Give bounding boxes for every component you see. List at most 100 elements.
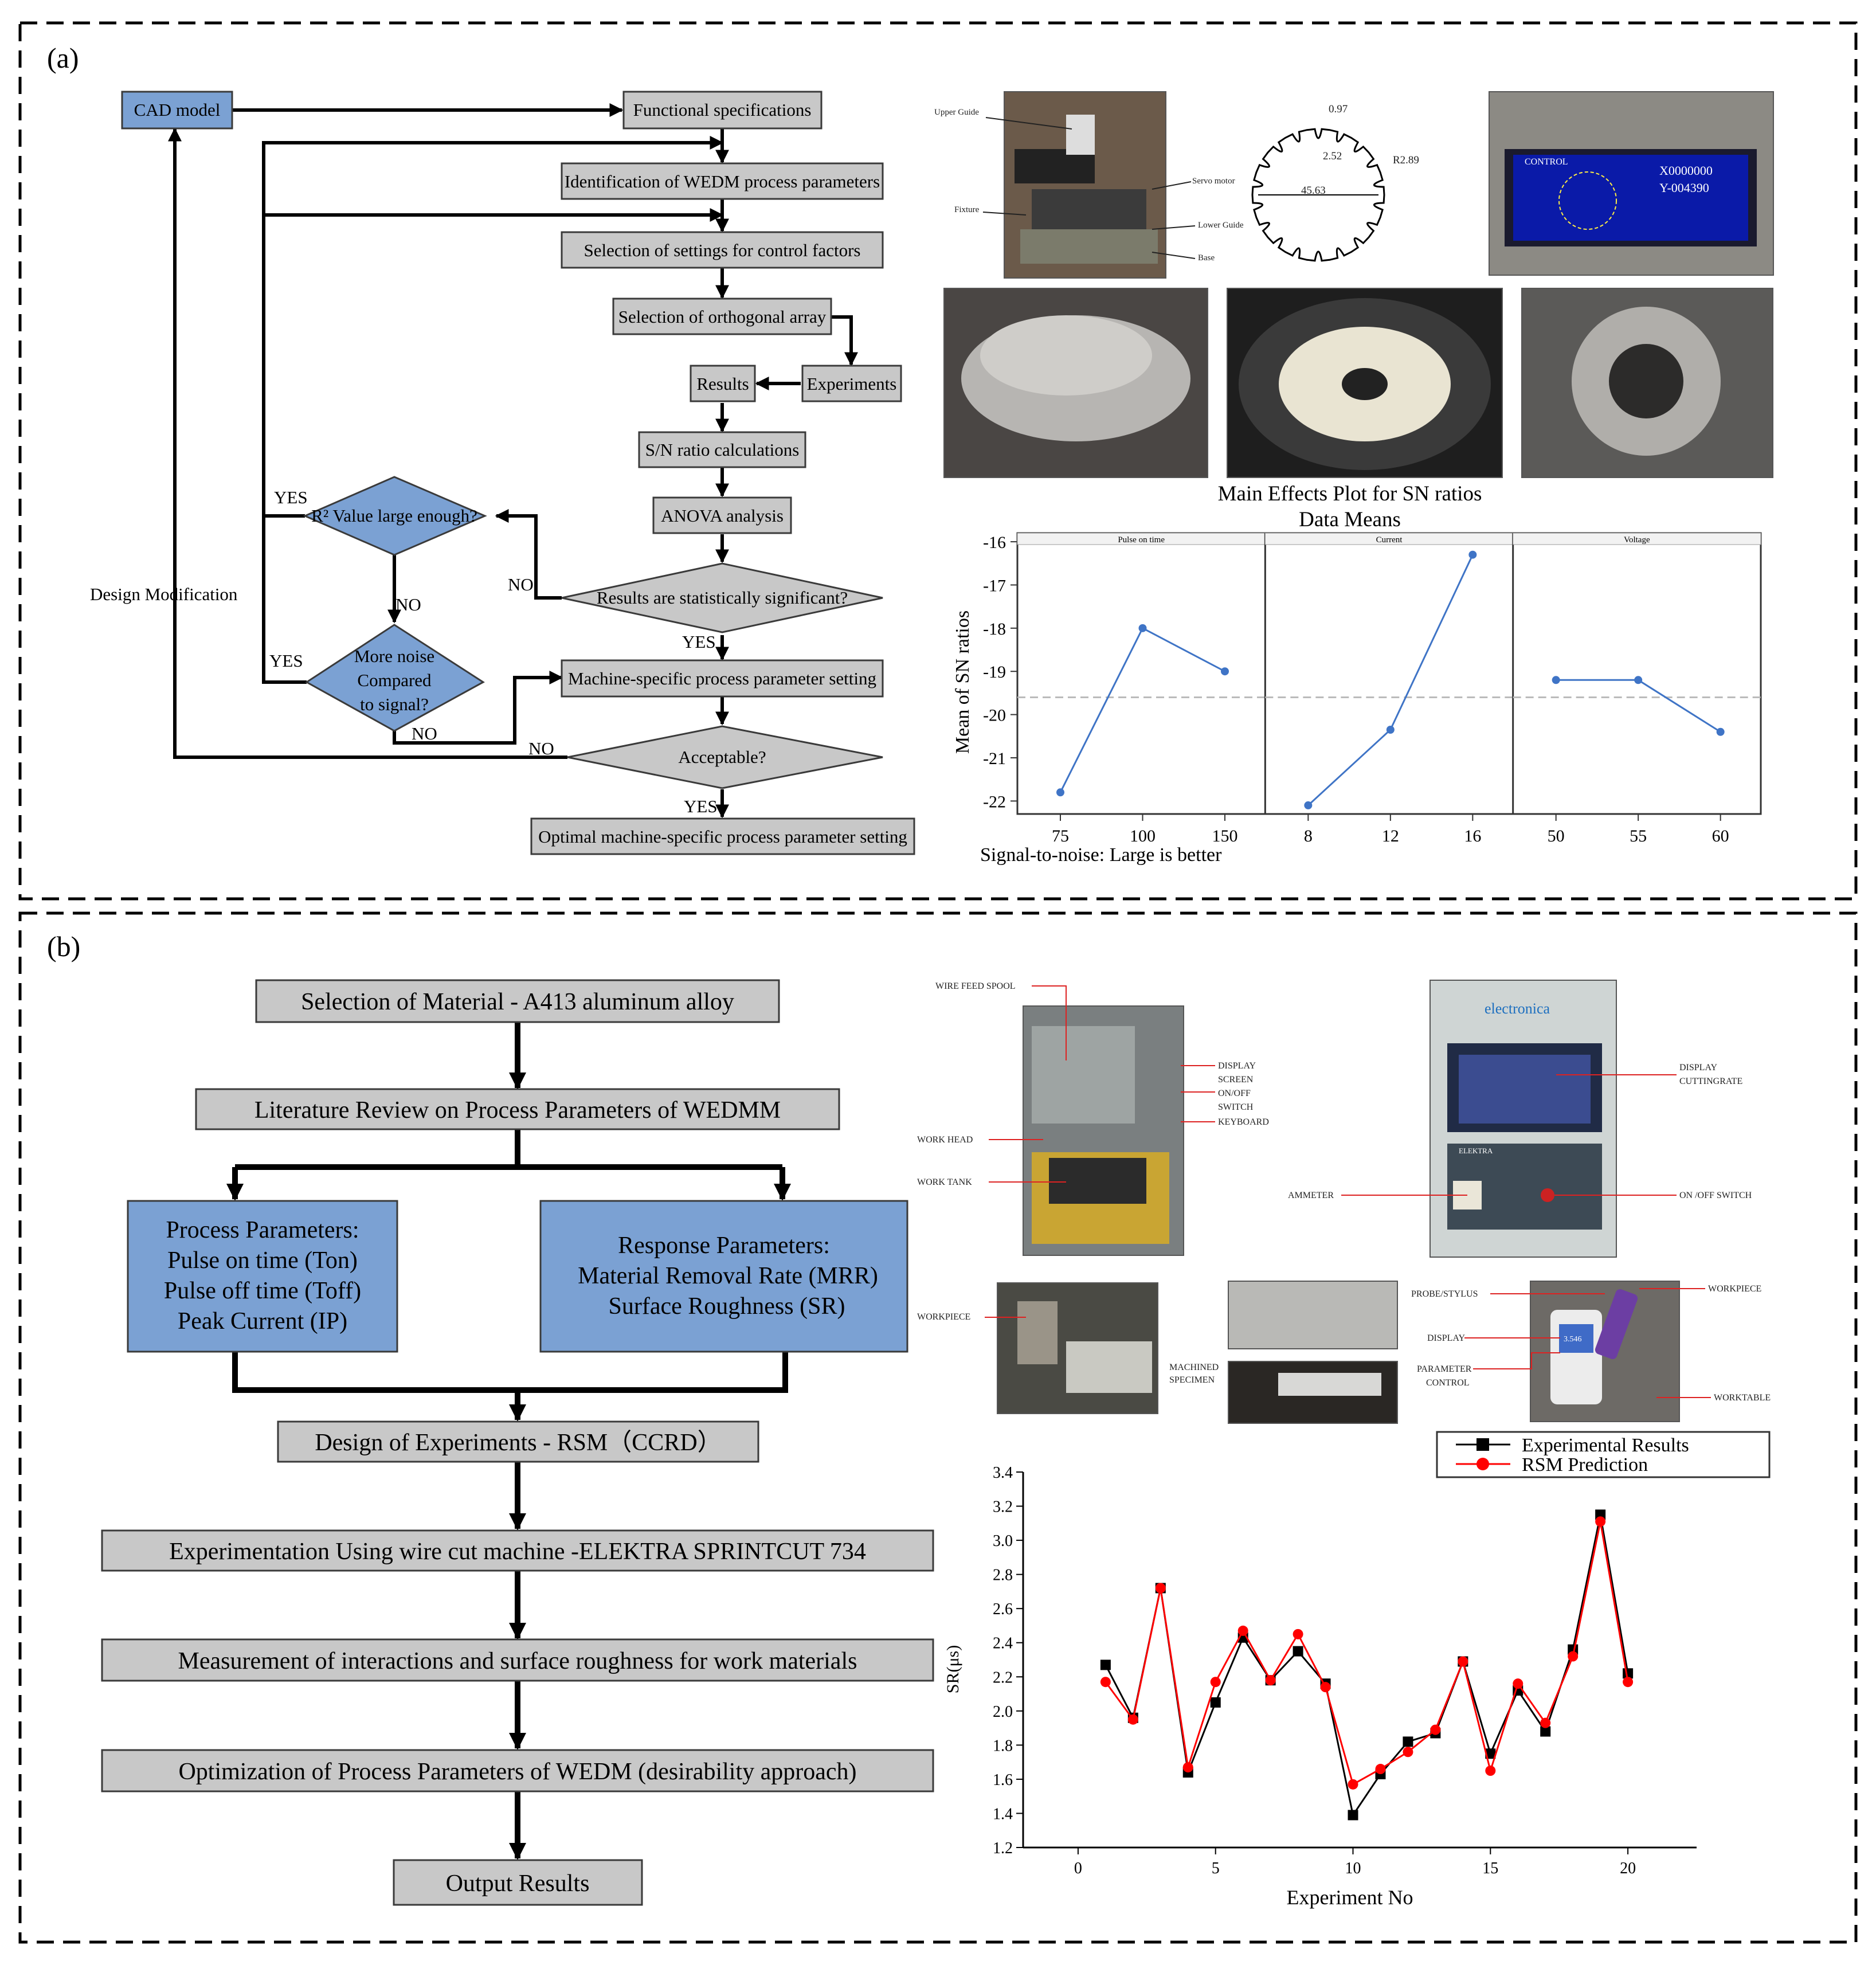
- experimentation-text: Experimentation Using wire cut machine -…: [169, 1539, 866, 1565]
- me-y-tick-label: -22: [983, 792, 1006, 811]
- selection-material-text: Selection of Material - A413 aluminum al…: [301, 989, 734, 1015]
- main-effects-title: Main Effects Plot for SN ratios: [1218, 482, 1482, 506]
- sr-exp-point: [1485, 1748, 1496, 1759]
- sr-y-tick-label: 1.4: [993, 1805, 1013, 1823]
- measurement-text: Measurement of interactions and surface …: [178, 1648, 857, 1674]
- wire-spool-hub: [1342, 368, 1388, 400]
- functional-specifications-text: Functional specifications: [633, 100, 812, 120]
- sr-y-tick-label: 3.0: [993, 1532, 1013, 1550]
- me-data-point: [1304, 801, 1313, 809]
- me-data-point: [1634, 676, 1643, 684]
- me-panel-title: Current: [1376, 535, 1403, 545]
- yes-label-noise: YES: [269, 651, 303, 671]
- sn-ratio-box: [638, 431, 806, 468]
- no-label-significant: NO: [508, 574, 534, 594]
- meter-value: 3.546: [1564, 1335, 1582, 1344]
- me-data-point: [1386, 726, 1395, 734]
- doe-box: [277, 1420, 759, 1463]
- me-y-tick-label: -18: [983, 620, 1006, 639]
- machined-specimen-label-1: MACHINED: [1169, 1363, 1219, 1372]
- sr-rsm-point: [1403, 1747, 1413, 1758]
- design-modification-label: Design Modification: [90, 584, 238, 604]
- sr-y-tick-label: 2.8: [993, 1567, 1013, 1584]
- me-x-tick-label: 50: [1548, 827, 1565, 846]
- display-screen-label-2: SCREEN: [1218, 1075, 1254, 1085]
- panel-b-border: [18, 911, 1858, 1944]
- sr-x-tick-label: 10: [1345, 1860, 1361, 1877]
- wire-cut-machine-photo: WIRE FEED SPOOL DISPLAY SCREEN ON/OFF SW…: [917, 981, 1269, 1256]
- identification-text: Identification of WEDM process parameter…: [565, 171, 880, 191]
- main-effects-chart: Main Effects Plot for SN ratios Data Mea…: [952, 482, 1762, 866]
- me-data-point: [1716, 727, 1725, 736]
- sr-y-tick-label: 2.2: [993, 1669, 1013, 1686]
- me-data-point: [1552, 676, 1560, 684]
- probe-stylus-label: PROBE/STYLUS: [1411, 1289, 1478, 1299]
- flowchart-b: Selection of Material - A413 aluminum al…: [101, 979, 934, 1906]
- sn-ratio-text: S/N ratio calculations: [645, 440, 800, 460]
- selection-material-box: [255, 979, 780, 1023]
- sr-rsm-point: [1458, 1656, 1468, 1667]
- sr-exp-point: [1100, 1659, 1111, 1670]
- display-screen-label-1: DISPLAY: [1218, 1061, 1256, 1071]
- optimal-text: Optimal machine-specific process paramet…: [538, 827, 907, 847]
- sr-rsm-point: [1623, 1677, 1634, 1688]
- anova-text: ANOVA analysis: [661, 506, 784, 526]
- sr-legend-box: [1436, 1431, 1771, 1478]
- doe-text: Design of Experiments - RSM（CCRD）: [315, 1430, 721, 1456]
- sr-rsm-point: [1210, 1677, 1221, 1688]
- wire-feed-spool-label: WIRE FEED SPOOL: [935, 981, 1016, 991]
- ammeter-label: AMMETER: [1288, 1191, 1334, 1200]
- process-parameters-box: [127, 1200, 398, 1353]
- sr-rsm-point: [1430, 1724, 1441, 1735]
- sprocket-drawing: 0.97 2.52 R2.89 45.63: [1251, 103, 1419, 262]
- optimal-box: [530, 817, 915, 855]
- literature-review-text: Literature Review on Process Parameters …: [254, 1097, 781, 1124]
- sr-rsm-point: [1375, 1764, 1386, 1775]
- process-params-line-2: Pulse on time (Ton): [167, 1247, 358, 1274]
- parameter-control-label-2: CONTROL: [1426, 1378, 1470, 1388]
- sr-y-tick-label: 3.2: [993, 1498, 1013, 1516]
- panel-a-label: (a): [47, 42, 79, 74]
- cad-model-text: CAD model: [134, 100, 221, 120]
- dim-r289: R2.89: [1393, 154, 1419, 166]
- experiments-text: Experiments: [807, 374, 897, 394]
- selection-settings-box: [561, 231, 884, 269]
- response-params-line-1: Response Parameters:: [618, 1232, 830, 1259]
- workpiece-fixture-photo: WORKPIECE MACHINED SPECIMEN: [917, 1282, 1219, 1414]
- display-label: DISPLAY: [1427, 1333, 1466, 1343]
- optimization-box: [101, 1749, 934, 1792]
- results-box: [690, 365, 756, 402]
- servo-motor-label: Servo motor: [1192, 177, 1235, 186]
- sr-x-tick-label: 20: [1620, 1860, 1636, 1877]
- machine-specific-text: Machine-specific process parameter setti…: [568, 668, 876, 688]
- legend-exp-marker: [1476, 1438, 1489, 1451]
- process-params-line-3: Pulse off time (Toff): [164, 1278, 361, 1304]
- sr-rsm-point: [1320, 1682, 1331, 1693]
- screen-x-text: X0000000: [1659, 163, 1713, 178]
- sr-exp-point: [1403, 1736, 1413, 1747]
- sr-rsm-point: [1513, 1678, 1523, 1689]
- legend-exp-text: Experimental Results: [1522, 1435, 1689, 1456]
- sr-y-tick-label: 1.6: [993, 1771, 1013, 1789]
- me-x-tick-label: 12: [1382, 827, 1399, 846]
- identification-box: [561, 162, 884, 200]
- on-off-label-2: SWITCH: [1218, 1102, 1254, 1112]
- machined-specimen-label-2: SPECIMEN: [1169, 1375, 1215, 1385]
- no-label-acceptable: NO: [528, 738, 554, 758]
- sr-exp-point: [1348, 1810, 1358, 1821]
- literature-review-box: [195, 1088, 840, 1130]
- sr-rsm-point: [1540, 1717, 1551, 1728]
- control-screen-photo: CONTROL X0000000 Y-004390: [1489, 91, 1774, 276]
- response-parameters-box: [539, 1200, 908, 1353]
- sr-rsm-point: [1265, 1675, 1276, 1686]
- me-x-tick-label: 60: [1712, 827, 1729, 846]
- fixture-label: Fixture: [954, 205, 980, 214]
- dim-097: 0.97: [1329, 103, 1348, 115]
- me-y-tick-label: -19: [983, 663, 1006, 682]
- selection-settings-text: Selection of settings for control factor…: [584, 240, 861, 260]
- dim-252: 2.52: [1323, 150, 1342, 162]
- optimization-text: Optimization of Process Parameters of WE…: [178, 1759, 856, 1785]
- process-params-line-4: Peak Current (IP): [178, 1308, 347, 1334]
